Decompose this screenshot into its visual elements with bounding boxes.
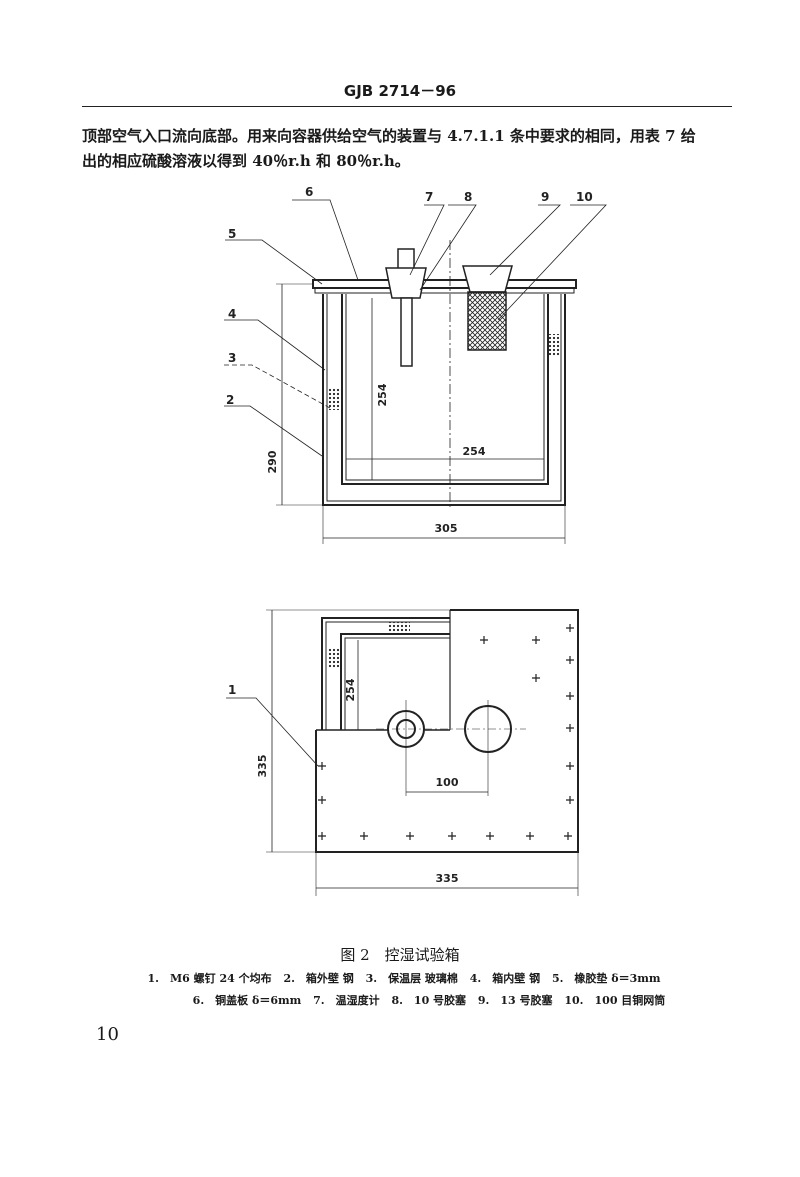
legend-item-1: 1. M6 螺钉 24 个均布 [147, 972, 272, 985]
thermometer-stem [400, 297, 413, 367]
body-line-1: 顶部空气入口流向底部。用来向容器供给空气的装置与 4.7.1.1 条中要求的相同… [82, 127, 696, 145]
callout-3: 3 [228, 351, 236, 365]
inner-wall-inner-line [345, 294, 545, 481]
callout-1: 1 [228, 683, 236, 697]
legend-item-8: 8. 10 号胶塞 [391, 994, 467, 1007]
plan-outline [315, 609, 579, 853]
plan-cutaway-inner-2 [344, 637, 450, 730]
screw-marks [318, 624, 574, 840]
insulation-patch-left [328, 388, 342, 410]
plan-cutaway-inner [340, 633, 450, 730]
callout-9: 9 [541, 190, 549, 204]
callout-8: 8 [464, 190, 472, 204]
figure-caption: 图 2 控湿试验箱 [340, 946, 460, 964]
dim-inner-height: 254 [376, 383, 389, 406]
callout-4: 4 [228, 307, 236, 321]
header-rule [82, 106, 732, 107]
dim-outer-height: 290 [266, 450, 279, 473]
figure-legend-line-1: 1. M6 螺钉 24 个均布 2. 箱外壁 钢 3. 保温层 玻璃棉 4. 箱… [0, 970, 800, 986]
dim-outer-width: 305 [435, 522, 458, 535]
figure-legend-line-2: 6. 铜盖板 δ＝6mm 7. 温湿度计 8. 10 号胶塞 9. 13 号胶塞… [0, 992, 800, 1008]
body-line-2: 出的相应硫酸溶液以得到 40％r.h 和 80％r.h。 [82, 152, 410, 170]
callout-7: 7 [425, 190, 433, 204]
legend-item-7: 7. 温湿度计 [313, 994, 380, 1007]
dim-plan-width: 335 [436, 872, 459, 885]
outer-wall-inner-line [326, 294, 562, 502]
plan-cutaway-outer [321, 617, 450, 730]
plan-leader [226, 697, 319, 767]
callout-10: 10 [576, 190, 593, 204]
plan-insulation-top [388, 622, 410, 634]
legend-item-4: 4. 箱内壁 钢 [469, 972, 541, 985]
callout-5: 5 [228, 227, 236, 241]
callout-2: 2 [226, 393, 234, 407]
humidity-chamber-drawing: 5 4 3 2 6 7 8 9 10 1 254 254 290 305 254… [224, 185, 607, 896]
legend-item-2: 2. 箱外壁 钢 [283, 972, 354, 985]
rubber-gasket [314, 287, 575, 294]
legend-item-10: 10. 100 目铜网筒 [564, 994, 666, 1007]
mesh-cylinder [467, 291, 507, 351]
inner-wall [341, 294, 549, 485]
elevation-view [224, 199, 607, 544]
stopper-13 [462, 265, 513, 293]
outer-wall [322, 294, 566, 506]
plan-view [226, 609, 579, 896]
thermometer-cap [397, 248, 415, 270]
legend-item-3: 3. 保温层 玻璃棉 [365, 972, 458, 985]
callout-6: 6 [305, 185, 313, 199]
plan-insulation-left [327, 648, 341, 668]
elevation-leaders [224, 199, 607, 457]
page-number: 10 [96, 1024, 119, 1045]
insulation-patch-right [548, 334, 561, 356]
body-paragraph: 顶部空气入口流向底部。用来向容器供给空气的装置与 4.7.1.1 条中要求的相同… [82, 124, 732, 174]
stopper-10 [385, 267, 427, 299]
dim-hole-spacing: 100 [436, 776, 459, 789]
legend-item-9: 9. 13 号胶塞 [477, 994, 553, 1007]
dim-inner-width: 254 [463, 445, 486, 458]
standard-code: GJB 2714－96 [343, 82, 457, 100]
legend-item-6: 6. 铜盖板 δ＝6mm [192, 994, 302, 1007]
legend-item-5: 5. 橡胶垫 δ＝3mm [551, 972, 661, 985]
dim-plan-inner: 254 [344, 678, 357, 701]
dim-plan-height: 335 [256, 755, 269, 778]
copper-cover-plate [312, 279, 577, 289]
